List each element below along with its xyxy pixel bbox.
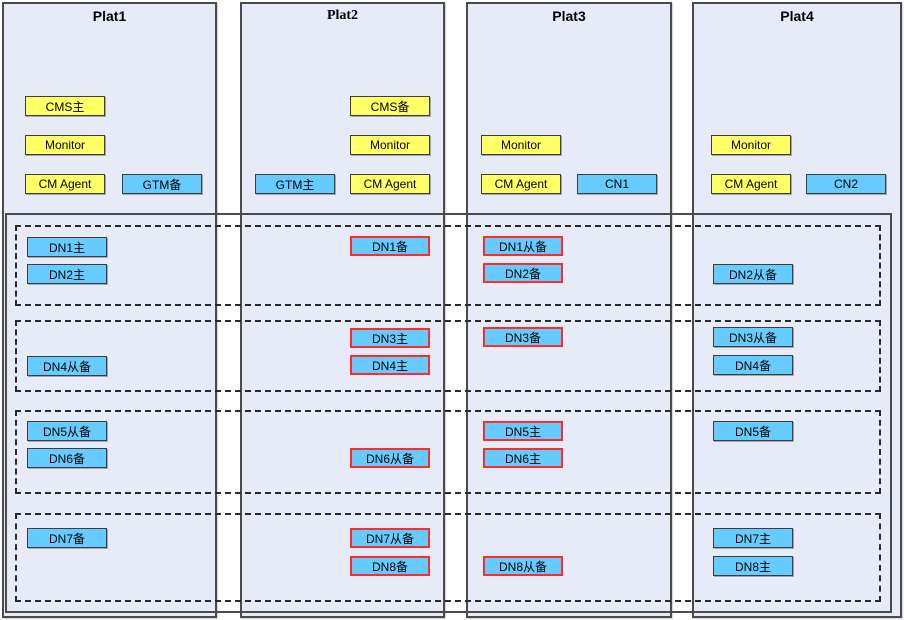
node-dn1-cascade: DN1从备 [483, 236, 563, 256]
node-dn8-standby: DN8备 [350, 556, 430, 576]
node-gtm-primary: GTM主 [255, 174, 335, 194]
node-monitor-plat3: Monitor [481, 135, 561, 155]
node-dn7-cascade: DN7从备 [350, 528, 430, 548]
node-dn2-cascade: DN2从备 [713, 264, 793, 284]
node-dn6-primary: DN6主 [483, 448, 563, 468]
dn-group-row-3 [15, 410, 881, 494]
node-cm-agent-plat3: CM Agent [481, 174, 561, 194]
node-dn7-primary: DN7主 [713, 528, 793, 548]
dn-zone-container [5, 213, 892, 613]
platform-plat3-title: Plat3 [552, 8, 586, 24]
node-cms-primary: CMS主 [25, 96, 105, 116]
node-dn2-primary: DN2主 [27, 264, 107, 284]
node-cn1: CN1 [577, 174, 657, 194]
node-cn2: CN2 [806, 174, 886, 194]
node-dn1-standby: DN1备 [350, 236, 430, 256]
node-monitor-plat2: Monitor [350, 135, 430, 155]
platform-plat4: Plat4 [692, 2, 902, 618]
dn-group-row-1 [15, 225, 881, 306]
node-gtm-standby: GTM备 [122, 174, 202, 194]
platform-plat4-title: Plat4 [780, 8, 814, 24]
platform-plat2-title: Plat2 [326, 8, 359, 23]
dn-group-row-4 [15, 513, 881, 602]
node-monitor-plat4: Monitor [711, 135, 791, 155]
node-dn4-primary: DN4主 [350, 355, 430, 375]
node-dn7-standby: DN7备 [27, 528, 107, 548]
node-dn8-primary: DN8主 [713, 556, 793, 576]
node-dn5-primary: DN5主 [483, 421, 563, 441]
node-dn6-standby: DN6备 [27, 448, 107, 468]
node-dn3-standby: DN3备 [483, 327, 563, 347]
node-dn4-cascade: DN4从备 [27, 356, 107, 376]
node-dn6-cascade: DN6从备 [350, 448, 430, 468]
node-dn4-standby: DN4备 [713, 355, 793, 375]
node-dn8-cascade: DN8从备 [483, 556, 563, 576]
node-monitor-plat1: Monitor [25, 135, 105, 155]
node-cm-agent-plat2: CM Agent [350, 174, 430, 194]
node-cm-agent-plat1: CM Agent [25, 174, 105, 194]
dn-group-row-2 [15, 320, 881, 392]
platform-plat1-title: Plat1 [92, 8, 127, 24]
node-cms-standby: CMS备 [350, 96, 430, 116]
node-dn5-cascade: DN5从备 [27, 421, 107, 441]
node-cm-agent-plat4: CM Agent [711, 174, 791, 194]
node-dn2-standby: DN2备 [483, 263, 563, 283]
node-dn3-cascade: DN3从备 [713, 327, 793, 347]
node-dn5-standby: DN5备 [713, 421, 793, 441]
node-dn1-primary: DN1主 [27, 237, 107, 257]
platform-plat3: Plat3 [466, 2, 672, 618]
node-dn3-primary: DN3主 [350, 328, 430, 348]
